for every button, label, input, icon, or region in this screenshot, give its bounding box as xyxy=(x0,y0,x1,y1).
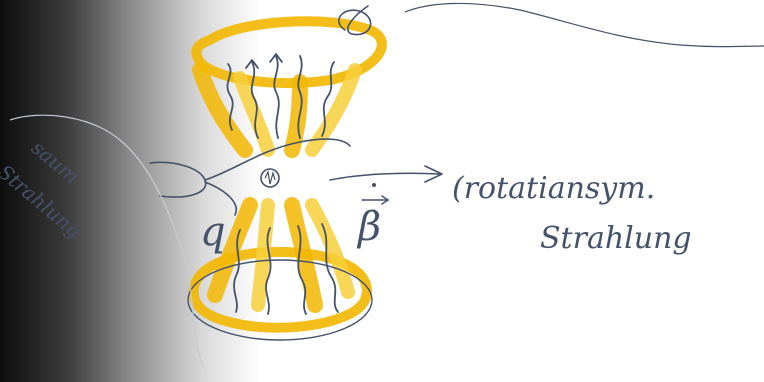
radiation-word: Strahlung xyxy=(540,221,692,256)
beta-dot xyxy=(372,183,376,187)
rotation-note: (rotatiansym. xyxy=(452,171,655,206)
margin-note: saum Strahlung xyxy=(0,129,112,243)
charge-label: q xyxy=(200,209,226,255)
charged-particle xyxy=(261,169,279,187)
leader-line xyxy=(405,3,764,46)
beta-vector-arrow xyxy=(362,196,388,204)
velocity-arrow xyxy=(330,166,442,182)
particle-scribble xyxy=(265,172,275,184)
beta-symbol: β xyxy=(356,204,381,250)
